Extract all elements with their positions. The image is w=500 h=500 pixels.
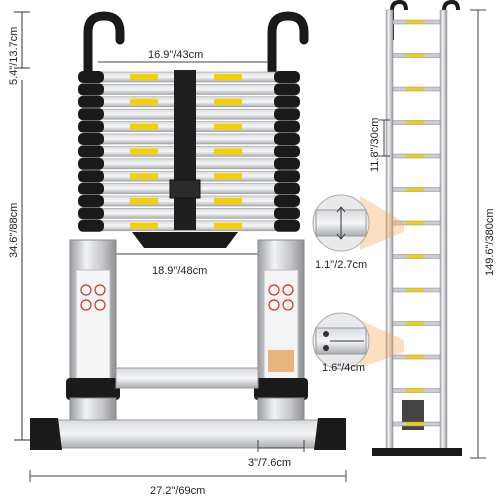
rung-label — [406, 322, 424, 325]
rung-end-cap — [78, 195, 104, 207]
left-dimension-lines — [14, 11, 30, 441]
rung-label — [406, 87, 424, 91]
rung-end-cap — [274, 170, 300, 183]
rung-end-cap — [78, 170, 104, 183]
rung-label — [406, 288, 424, 292]
rung-end-cap — [78, 108, 104, 121]
rung-label — [406, 188, 424, 191]
strap — [132, 70, 238, 248]
rung-end-cap — [78, 71, 104, 83]
rung-end-cap — [274, 133, 300, 145]
extended-rungs — [392, 19, 441, 427]
tube-width-label: 1.6"/4cm — [322, 362, 365, 374]
rung-label — [214, 98, 242, 105]
top-width-label: 16.9"/43cm — [148, 49, 203, 61]
extended-height-label: 149.6"/380cm — [484, 208, 496, 276]
rung-end-cap — [78, 133, 104, 145]
rung-label — [214, 74, 242, 80]
rung-label — [130, 98, 158, 105]
step-spacing-label: 11.8"/30cm — [369, 118, 381, 172]
rung-label — [406, 154, 424, 158]
tube-zoom-callout — [312, 312, 404, 370]
rung-zoom-callout — [312, 194, 404, 252]
rung-label — [406, 389, 424, 392]
hooks — [83, 11, 309, 77]
rung-end-cap — [78, 182, 104, 195]
rung-end-cap — [78, 219, 104, 232]
rung-label — [130, 173, 158, 180]
tube-diameter-label: 3"/7.6cm — [248, 457, 291, 469]
rung-label — [406, 355, 424, 359]
rung-end-cap — [78, 157, 104, 170]
rung-depth-label: 1.1"/2.7cm — [315, 259, 367, 271]
rung-end-cap — [274, 71, 300, 83]
rung-label — [214, 123, 242, 130]
rung-end-cap — [274, 145, 300, 158]
rung-label — [130, 148, 158, 155]
inner-width-label: 18.9"/48cm — [152, 265, 207, 277]
rung-label — [130, 74, 158, 80]
rung-end-cap — [274, 157, 300, 170]
base-width-dimension — [29, 470, 347, 482]
step-spacing-dimension — [378, 119, 390, 157]
rung-label — [406, 221, 424, 225]
rung-label — [406, 121, 424, 124]
tube-diameter-dimension — [257, 440, 305, 452]
rung-label — [406, 422, 424, 426]
rung-label — [130, 222, 158, 229]
rung-label — [406, 255, 424, 258]
rung-label — [214, 198, 242, 204]
stabilizer-bar — [30, 418, 346, 450]
rung-label — [130, 123, 158, 130]
rung-end-cap — [78, 145, 104, 158]
rung-end-cap — [78, 207, 104, 220]
rung-end-cap — [274, 108, 300, 121]
rung-end-cap — [274, 120, 300, 133]
rung-label — [130, 198, 158, 204]
base-width-label: 27.2"/69cm — [150, 485, 205, 497]
rung-label — [214, 222, 242, 229]
rung-end-cap — [274, 207, 300, 220]
rung-end-cap — [274, 95, 300, 108]
rung-label — [214, 148, 242, 155]
rung-label — [406, 54, 424, 57]
rung-end-cap — [78, 83, 104, 96]
extended-height-dimension — [470, 9, 486, 459]
rung-end-cap — [78, 120, 104, 133]
collapsed-height-label: 34.6"/88cm — [8, 203, 20, 258]
rung-end-cap — [274, 83, 300, 96]
rung-end-cap — [274, 182, 300, 195]
rung-label — [406, 20, 424, 24]
rung-label — [214, 173, 242, 180]
rung-end-cap — [78, 95, 104, 108]
rung-end-cap — [274, 195, 300, 207]
rung-end-cap — [274, 219, 300, 232]
hook-height-label: 5.4"/13.7cm — [8, 27, 20, 85]
